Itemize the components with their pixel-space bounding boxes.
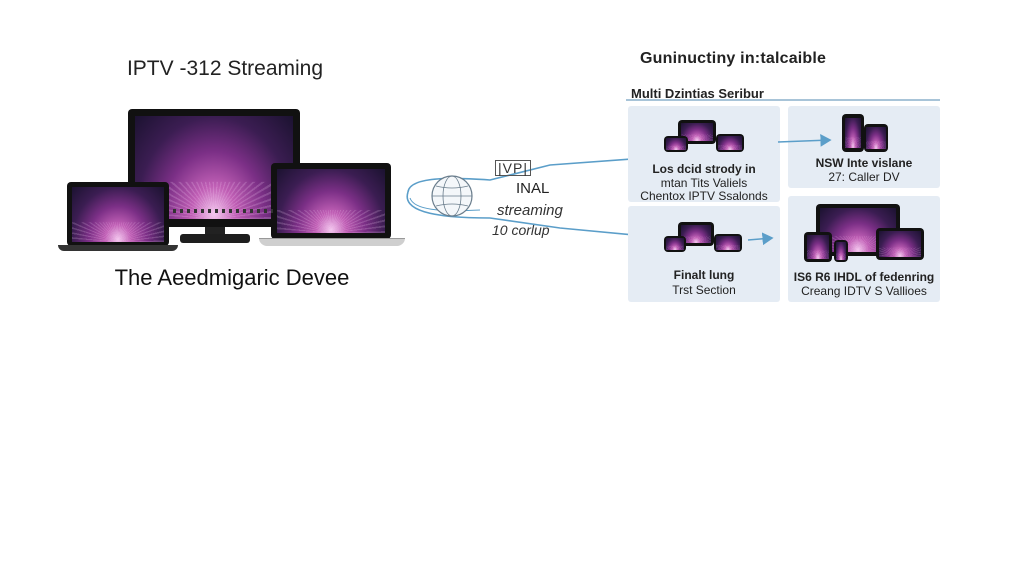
flow-label-1: INAL	[516, 180, 550, 197]
panel-1-line-2: mtan Tits Valiels	[660, 176, 748, 190]
panel-4-line-1: IS6 R6 IHDL of fedenring	[793, 270, 935, 284]
globe-icon	[431, 175, 473, 217]
panel-2-line-1: NSW Inte vislane	[815, 156, 913, 170]
panel-1-line-1: Los dcid strody in	[652, 162, 756, 176]
flow-connectors	[406, 152, 651, 242]
arrow-panel-1-to-2	[777, 133, 832, 147]
panel-2-line-2: 27: Caller DV	[828, 170, 900, 184]
panel-3: Finalt lung Trst Section	[628, 206, 780, 302]
arrow-panel-3-to-4	[747, 232, 774, 246]
device-cluster	[55, 105, 410, 255]
subheading: Multi Dzintias Seribur	[631, 86, 764, 101]
flow-label-2: streaming	[497, 202, 563, 219]
left-title: IPTV -312 Streaming	[126, 57, 324, 80]
panel-4: IS6 R6 IHDL of fedenring Creang IDTV S V…	[788, 196, 940, 302]
subheading-rule	[626, 99, 940, 101]
panel-2: NSW Inte vislane 27: Caller DV	[788, 106, 940, 188]
panel-3-line-2: Trst Section	[672, 283, 736, 297]
right-title: Guninuctiny in:talcaible	[640, 50, 827, 67]
glyph-grid: |VP|	[495, 160, 531, 176]
panel-3-line-1: Finalt lung	[673, 268, 735, 282]
panel-4-line-2: Creang IDTV S Valliоes	[801, 284, 927, 298]
flow-label-3: 10 corlup	[492, 222, 550, 238]
panel-arrows	[747, 133, 832, 246]
panel-1: Los dcid strody in mtan Tits Valiels Che…	[628, 106, 780, 203]
left-caption: The Aeedmigaric Devee	[114, 265, 350, 290]
panel-1-line-3: Chentox IPTV Ssalonds	[640, 189, 768, 203]
